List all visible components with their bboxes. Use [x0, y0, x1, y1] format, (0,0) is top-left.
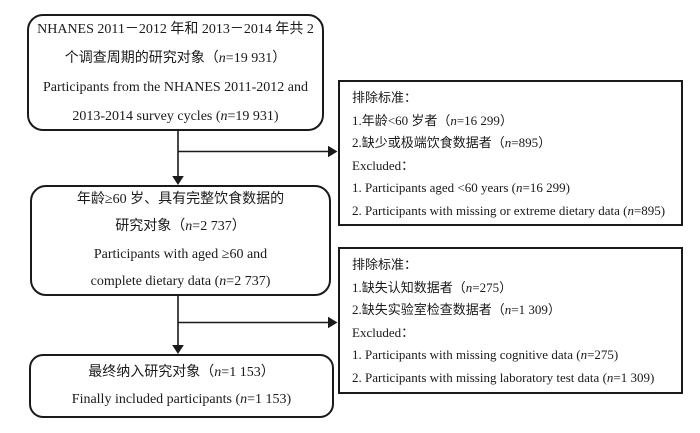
exclusion1-header-en: Excluded：: [352, 157, 415, 173]
box-initial-participants: NHANES 2011－2012 年和 2013－2014 年共 2 个调查周期…: [27, 14, 324, 131]
eligible-line-cn-1: 年龄≥60 岁、具有完整饮食数据的: [76, 191, 285, 207]
exclusion1-item-en-2: 2. Participants with missing or extreme …: [352, 202, 666, 218]
exclusion1-item-cn-1: 1.年龄<60 岁者（n=16 299）: [352, 112, 513, 128]
arrow-initial-to-exclusion1: [178, 145, 338, 158]
exclusion2-header-cn: 排除标准：: [352, 257, 418, 272]
exclusion2-item-en-2: 2. Participants with missing laboratory …: [352, 369, 655, 385]
exclusion2-item-en-1: 1. Participants with missing cognitive d…: [352, 347, 619, 363]
exclusion2-item-cn-2: 2.缺失实验室检查数据者（n=1 309）: [352, 302, 561, 318]
arrow-eligible-to-final: [172, 296, 184, 354]
final-line-cn: 最终纳入研究对象（n=1 153）: [88, 365, 275, 380]
initial-line-en-2: 2013-2014 survey cycles (n=19 931): [72, 108, 279, 124]
exclusion1-item-cn-2: 2.缺少或极端饮食数据者（n=895）: [352, 135, 552, 151]
exclusion2-header-en: Excluded：: [352, 324, 415, 340]
eligible-line-cn-2: 研究对象（n=2 737）: [115, 219, 246, 234]
box-exclusion-criteria-2: 排除标准： 1.缺失认知数据者（n=275） 2.缺失实验室检查数据者（n=1 …: [338, 247, 683, 394]
exclusion1-item-en-1: 1. Participants aged <60 years (n=16 299…: [352, 180, 570, 196]
box-exclusion-criteria-1: 排除标准： 1.年龄<60 岁者（n=16 299） 2.缺少或极端饮食数据者（…: [338, 80, 683, 226]
final-line-en: Finally included participants (n=1 153): [71, 392, 292, 407]
box-final-participants: 最终纳入研究对象（n=1 153） Finally included parti…: [29, 354, 334, 418]
initial-line-cn-1: NHANES 2011－2012 年和 2013－2014 年共 2: [37, 21, 314, 37]
exclusion2-item-cn-1: 1.缺失认知数据者（n=275）: [352, 279, 513, 295]
box-eligible-participants: 年龄≥60 岁、具有完整饮食数据的 研究对象（n=2 737） Particip…: [30, 185, 331, 296]
initial-line-en-1: Participants from the NHANES 2011-2012 a…: [42, 79, 309, 95]
arrow-initial-to-eligible: [172, 131, 184, 185]
eligible-line-en-2: complete dietary data (n=2 737): [90, 274, 271, 289]
arrow-eligible-to-exclusion2: [178, 316, 338, 329]
eligible-line-en-1: Participants with aged ≥60 and: [93, 246, 268, 262]
initial-line-cn-2: 个调查周期的研究对象（n=19 931）: [64, 50, 287, 66]
exclusion1-header-cn: 排除标准：: [352, 90, 418, 105]
